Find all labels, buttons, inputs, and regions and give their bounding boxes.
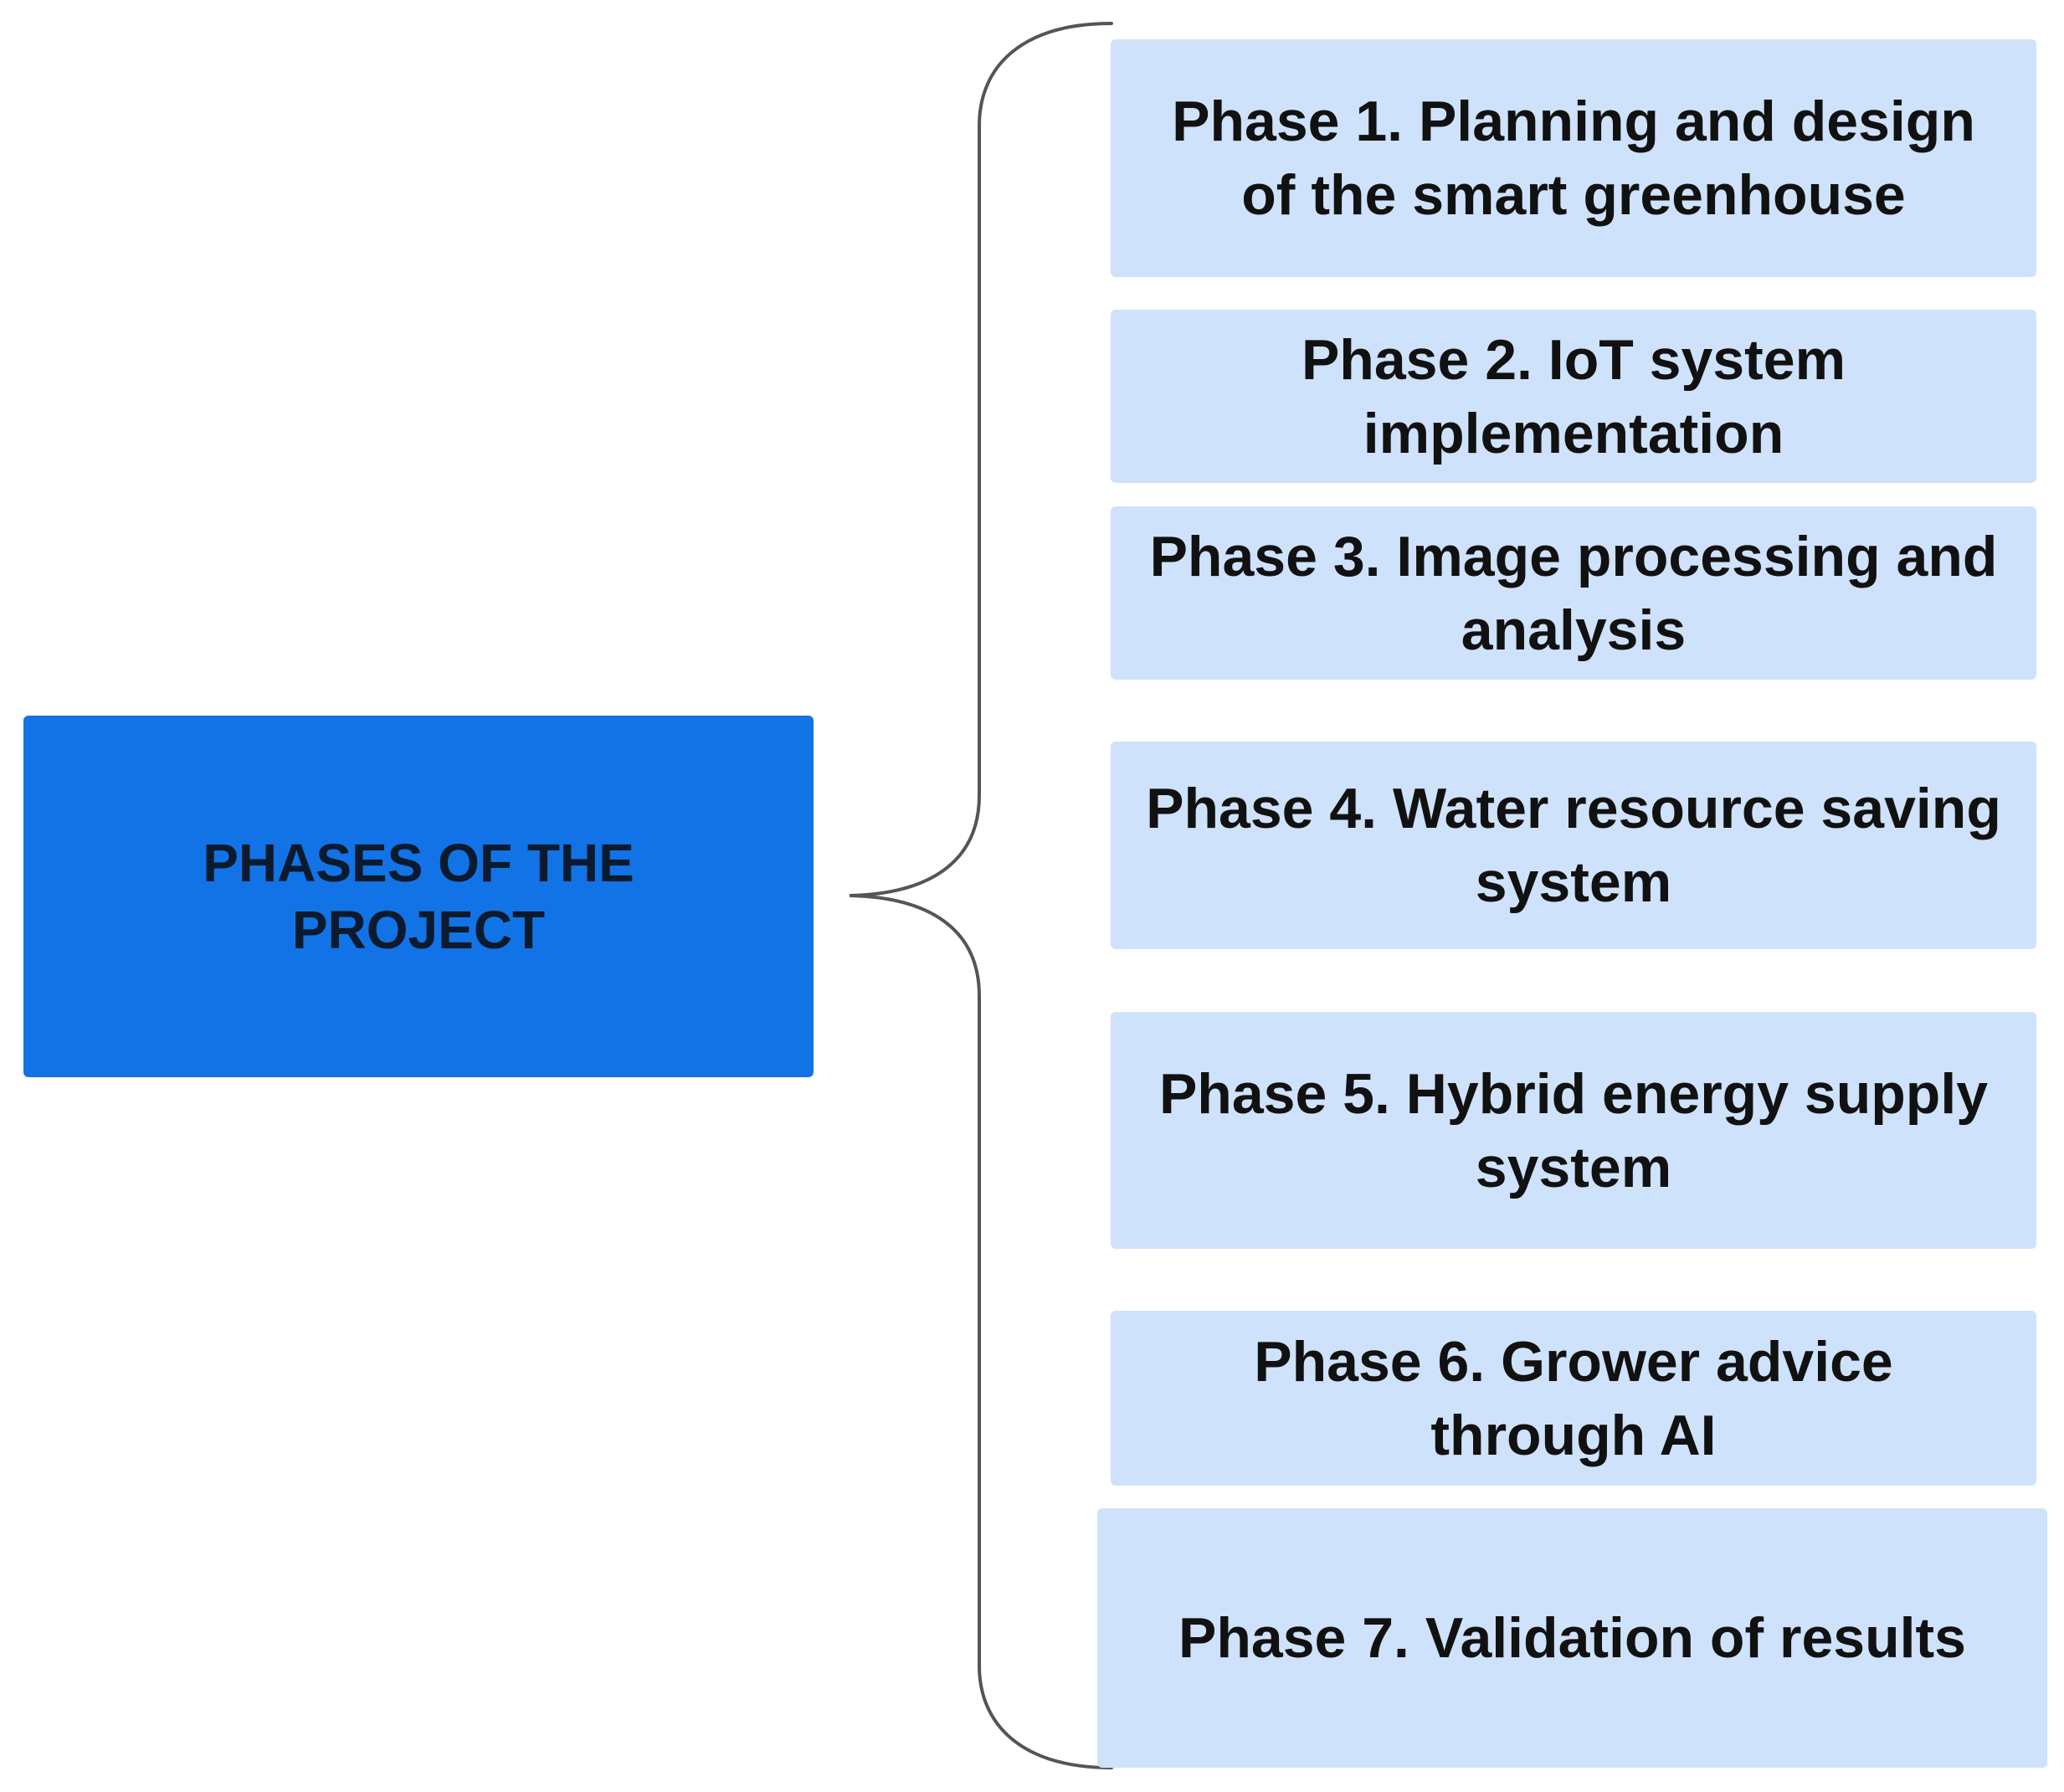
phase-box-4: Phase 4. Water resource saving system — [1111, 742, 2036, 949]
phase-1-label: Phase 1. Planning and design of the smar… — [1172, 90, 1975, 227]
phase-box-7: Phase 7. Validation of results — [1097, 1508, 2047, 1768]
phase-box-5: Phase 5. Hybrid energy supply system — [1111, 1012, 2036, 1249]
phase-4-label: Phase 4. Water resource saving system — [1146, 777, 2001, 914]
phase-5-label: Phase 5. Hybrid energy supply system — [1158, 1061, 1989, 1199]
phase-box-3: Phase 3. Image processing and analysis — [1111, 506, 2036, 680]
root-node-label: PHASES OF THE PROJECT — [203, 833, 634, 960]
phase-box-1: Phase 1. Planning and design of the smar… — [1111, 39, 2036, 277]
phase-6-label: Phase 6. Grower advice through AI — [1254, 1329, 1893, 1467]
phase-2-label: Phase 2. IoT system implementation — [1301, 327, 1846, 465]
phase-box-6: Phase 6. Grower advice through AI — [1111, 1311, 2036, 1486]
phase-box-2: Phase 2. IoT system implementation — [1111, 310, 2036, 483]
phase-7-label: Phase 7. Validation of results — [1178, 1606, 1966, 1670]
project-phases-root-node: PHASES OF THE PROJECT — [23, 716, 814, 1077]
phase-3-label: Phase 3. Image processing and analysis — [1149, 524, 1998, 662]
